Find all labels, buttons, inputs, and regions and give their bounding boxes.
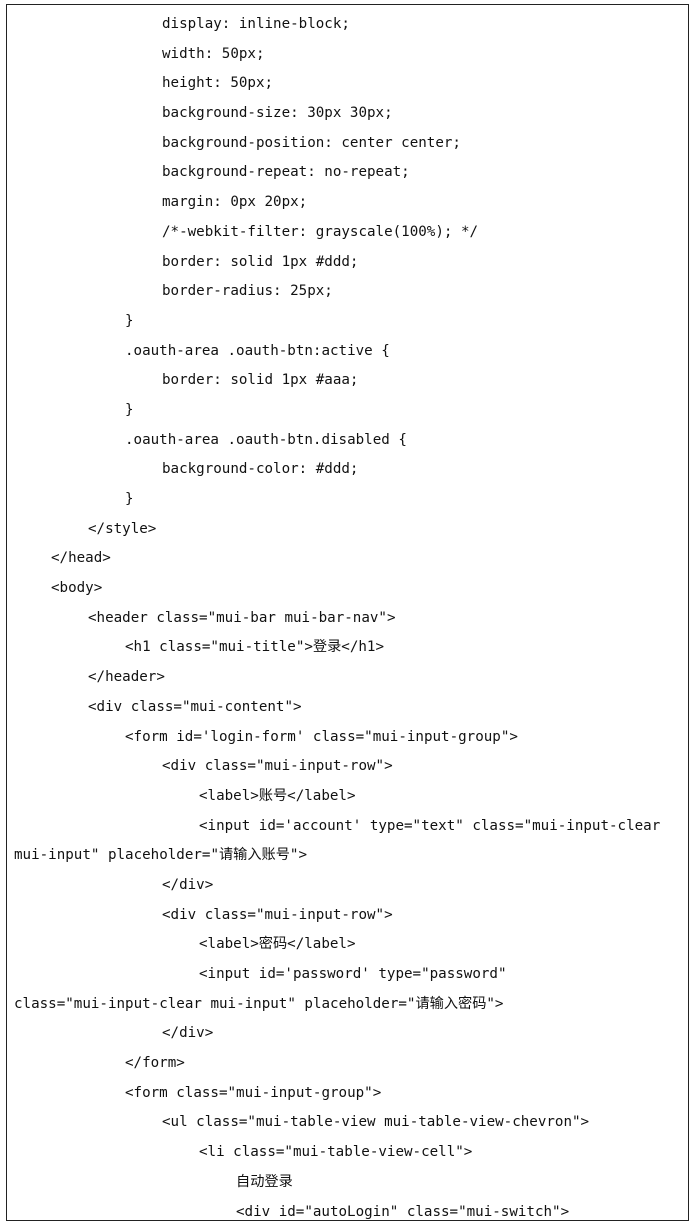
code-line: <div class="mui-input-row"> [162, 906, 393, 923]
code-line: 自动登录 [236, 1173, 293, 1190]
code-line: <input id='account' type="text" class="m… [199, 817, 661, 834]
code-line: <h1 class="mui-title">登录</h1> [125, 639, 384, 656]
code-line: /*-webkit-filter: grayscale(100%); */ [162, 223, 479, 240]
code-line: </div> [162, 1025, 214, 1042]
code-line: <label>账号</label> [199, 787, 356, 804]
code-line: <div id="autoLogin" class="mui-switch"> [236, 1203, 570, 1220]
code-line: mui-input" placeholder="请输入账号"> [14, 847, 308, 864]
code-line: <li class="mui-table-view-cell"> [199, 1144, 473, 1161]
code-line: </head> [51, 550, 111, 567]
code-line: <header class="mui-bar mui-bar-nav"> [88, 609, 396, 626]
code-line: </style> [88, 520, 157, 537]
code-line: <ul class="mui-table-view mui-table-view… [162, 1114, 590, 1131]
code-line: width: 50px; [162, 45, 265, 62]
code-line: <body> [51, 580, 103, 597]
code-line: </div> [162, 876, 214, 893]
code-block: display: inline-block; width: 50px; height… [7, 10, 688, 1220]
code-line: display: inline-block; [162, 16, 350, 32]
code-line: } [125, 401, 134, 418]
code-line: } [125, 491, 134, 507]
code-listing-frame: display: inline-block; width: 50px; height… [6, 4, 689, 1221]
code-line: <label>密码</label> [199, 936, 356, 953]
code-line: border-radius: 25px; [162, 283, 333, 300]
code-line: } [125, 312, 134, 329]
code-line: <input id='password' type="password" [199, 966, 507, 982]
code-line: height: 50px; [162, 75, 274, 92]
code-line: .oauth-area .oauth-btn.disabled { [125, 431, 407, 448]
code-line: background-color: #ddd; [162, 461, 359, 478]
code-line: border: solid 1px #aaa; [162, 372, 359, 389]
code-line: <div class="mui-content"> [88, 698, 302, 715]
code-line: class="mui-input-clear mui-input" placeh… [14, 995, 504, 1012]
code-line: margin: 0px 20px; [162, 194, 308, 211]
code-line: <div class="mui-input-row"> [162, 758, 393, 775]
code-line: <form id='login-form' class="mui-input-g… [125, 728, 518, 745]
code-line: background-position: center center; [162, 134, 461, 151]
code-line: .oauth-area .oauth-btn:active { [125, 342, 390, 359]
code-line: <form class="mui-input-group"> [125, 1084, 382, 1101]
code-line: </form> [125, 1055, 185, 1072]
code-line: border: solid 1px #ddd; [162, 253, 359, 270]
code-line: </header> [88, 669, 165, 686]
code-line: background-repeat: no-repeat; [162, 164, 410, 181]
code-line: background-size: 30px 30px; [162, 105, 393, 122]
